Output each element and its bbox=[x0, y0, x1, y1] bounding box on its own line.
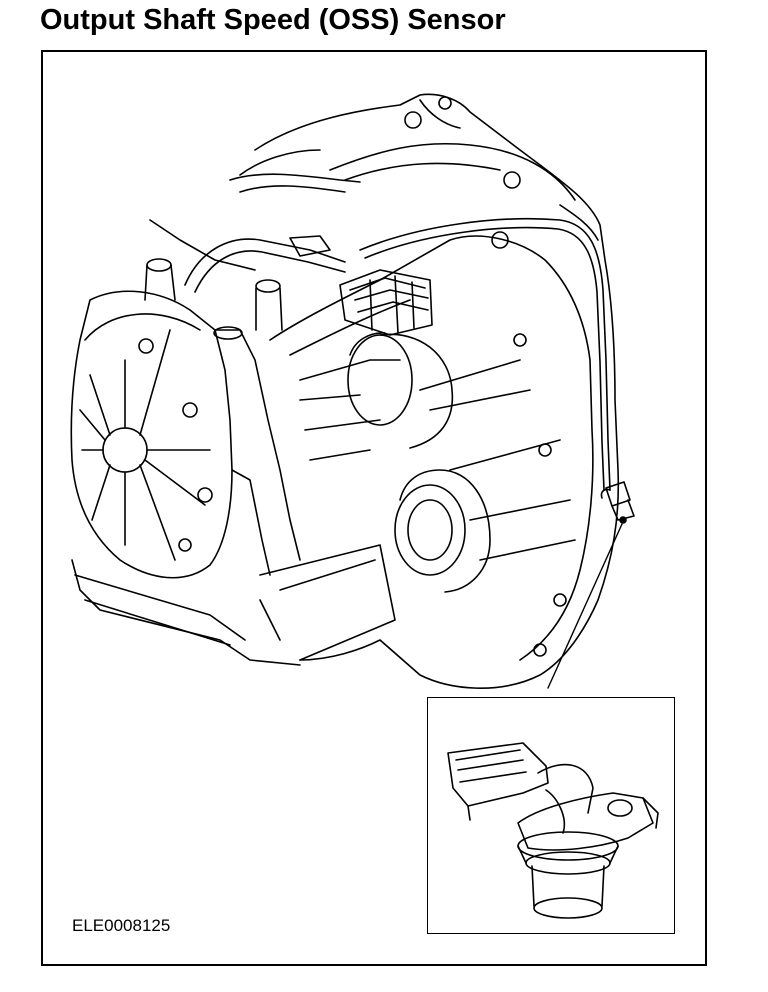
side-cover bbox=[70, 290, 233, 579]
wiring-harness bbox=[184, 173, 611, 491]
illustration-frame bbox=[41, 50, 707, 966]
leader-line bbox=[547, 523, 623, 689]
upper-boss bbox=[347, 332, 454, 449]
lower-boss bbox=[394, 469, 491, 593]
oil-pan bbox=[71, 544, 396, 666]
bell-housing bbox=[239, 93, 620, 689]
center-column bbox=[144, 219, 301, 576]
figure-reference-code: ELE0008125 bbox=[72, 916, 171, 935]
oss-sensor-location bbox=[600, 481, 635, 524]
oss-sensor-icon bbox=[447, 742, 659, 919]
sensor-inset-box bbox=[427, 697, 675, 934]
harness-connector bbox=[289, 235, 433, 336]
page-title: Output Shaft Speed (OSS) Sensor bbox=[40, 4, 506, 36]
housing-face bbox=[269, 231, 594, 661]
